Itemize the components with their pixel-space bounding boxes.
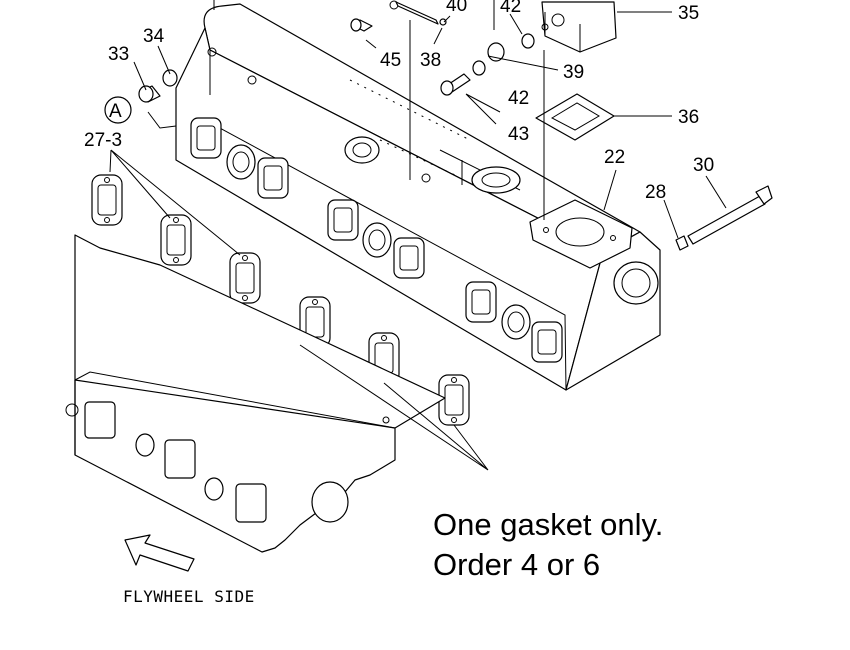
cylinder-head [65, 234, 446, 553]
leader-lines [109, 0, 727, 471]
gasket-2 [160, 214, 192, 266]
gasket-order-note: One gasket only. Order 4 or 6 [433, 505, 663, 585]
flywheel-side-caption: FLYWHEEL SIDE [123, 587, 255, 606]
callout-27-3: 27-3 [84, 130, 122, 151]
view-a-label: A [109, 101, 122, 122]
manifold-port-row [190, 117, 563, 363]
stud-bolt-30 [675, 185, 773, 251]
exhaust-gasket-set [91, 174, 470, 426]
bolt-33 [138, 69, 178, 103]
callout-35: 35 [678, 3, 699, 24]
callout-33: 33 [108, 44, 129, 65]
callout-39: 39 [563, 62, 584, 83]
callout-28: 28 [645, 182, 666, 203]
callout-42-top: 42 [500, 0, 521, 17]
bolt-43 [440, 60, 486, 96]
note-line-2: Order 4 or 6 [433, 547, 601, 582]
outlet-flange [541, 1, 617, 53]
callout-34: 34 [143, 26, 165, 47]
view-a-marker: A [104, 96, 132, 124]
callout-42-bottom: 42 [508, 88, 529, 109]
callout-30: 30 [693, 155, 714, 176]
callout-36: 36 [678, 107, 699, 128]
callout-43: 43 [508, 124, 529, 145]
gasket-3 [229, 252, 261, 304]
gasket-6 [438, 374, 470, 426]
flywheel-direction-arrow [124, 534, 195, 572]
flange-gasket [535, 93, 615, 141]
callout-22: 22 [604, 147, 625, 168]
gasket-1 [91, 174, 123, 226]
callout-45: 45 [380, 50, 401, 71]
note-line-1: One gasket only. [433, 507, 664, 542]
callout-38: 38 [420, 50, 441, 71]
bolt-45-and-stud-38 [350, 1, 447, 32]
callout-40: 40 [446, 0, 467, 16]
